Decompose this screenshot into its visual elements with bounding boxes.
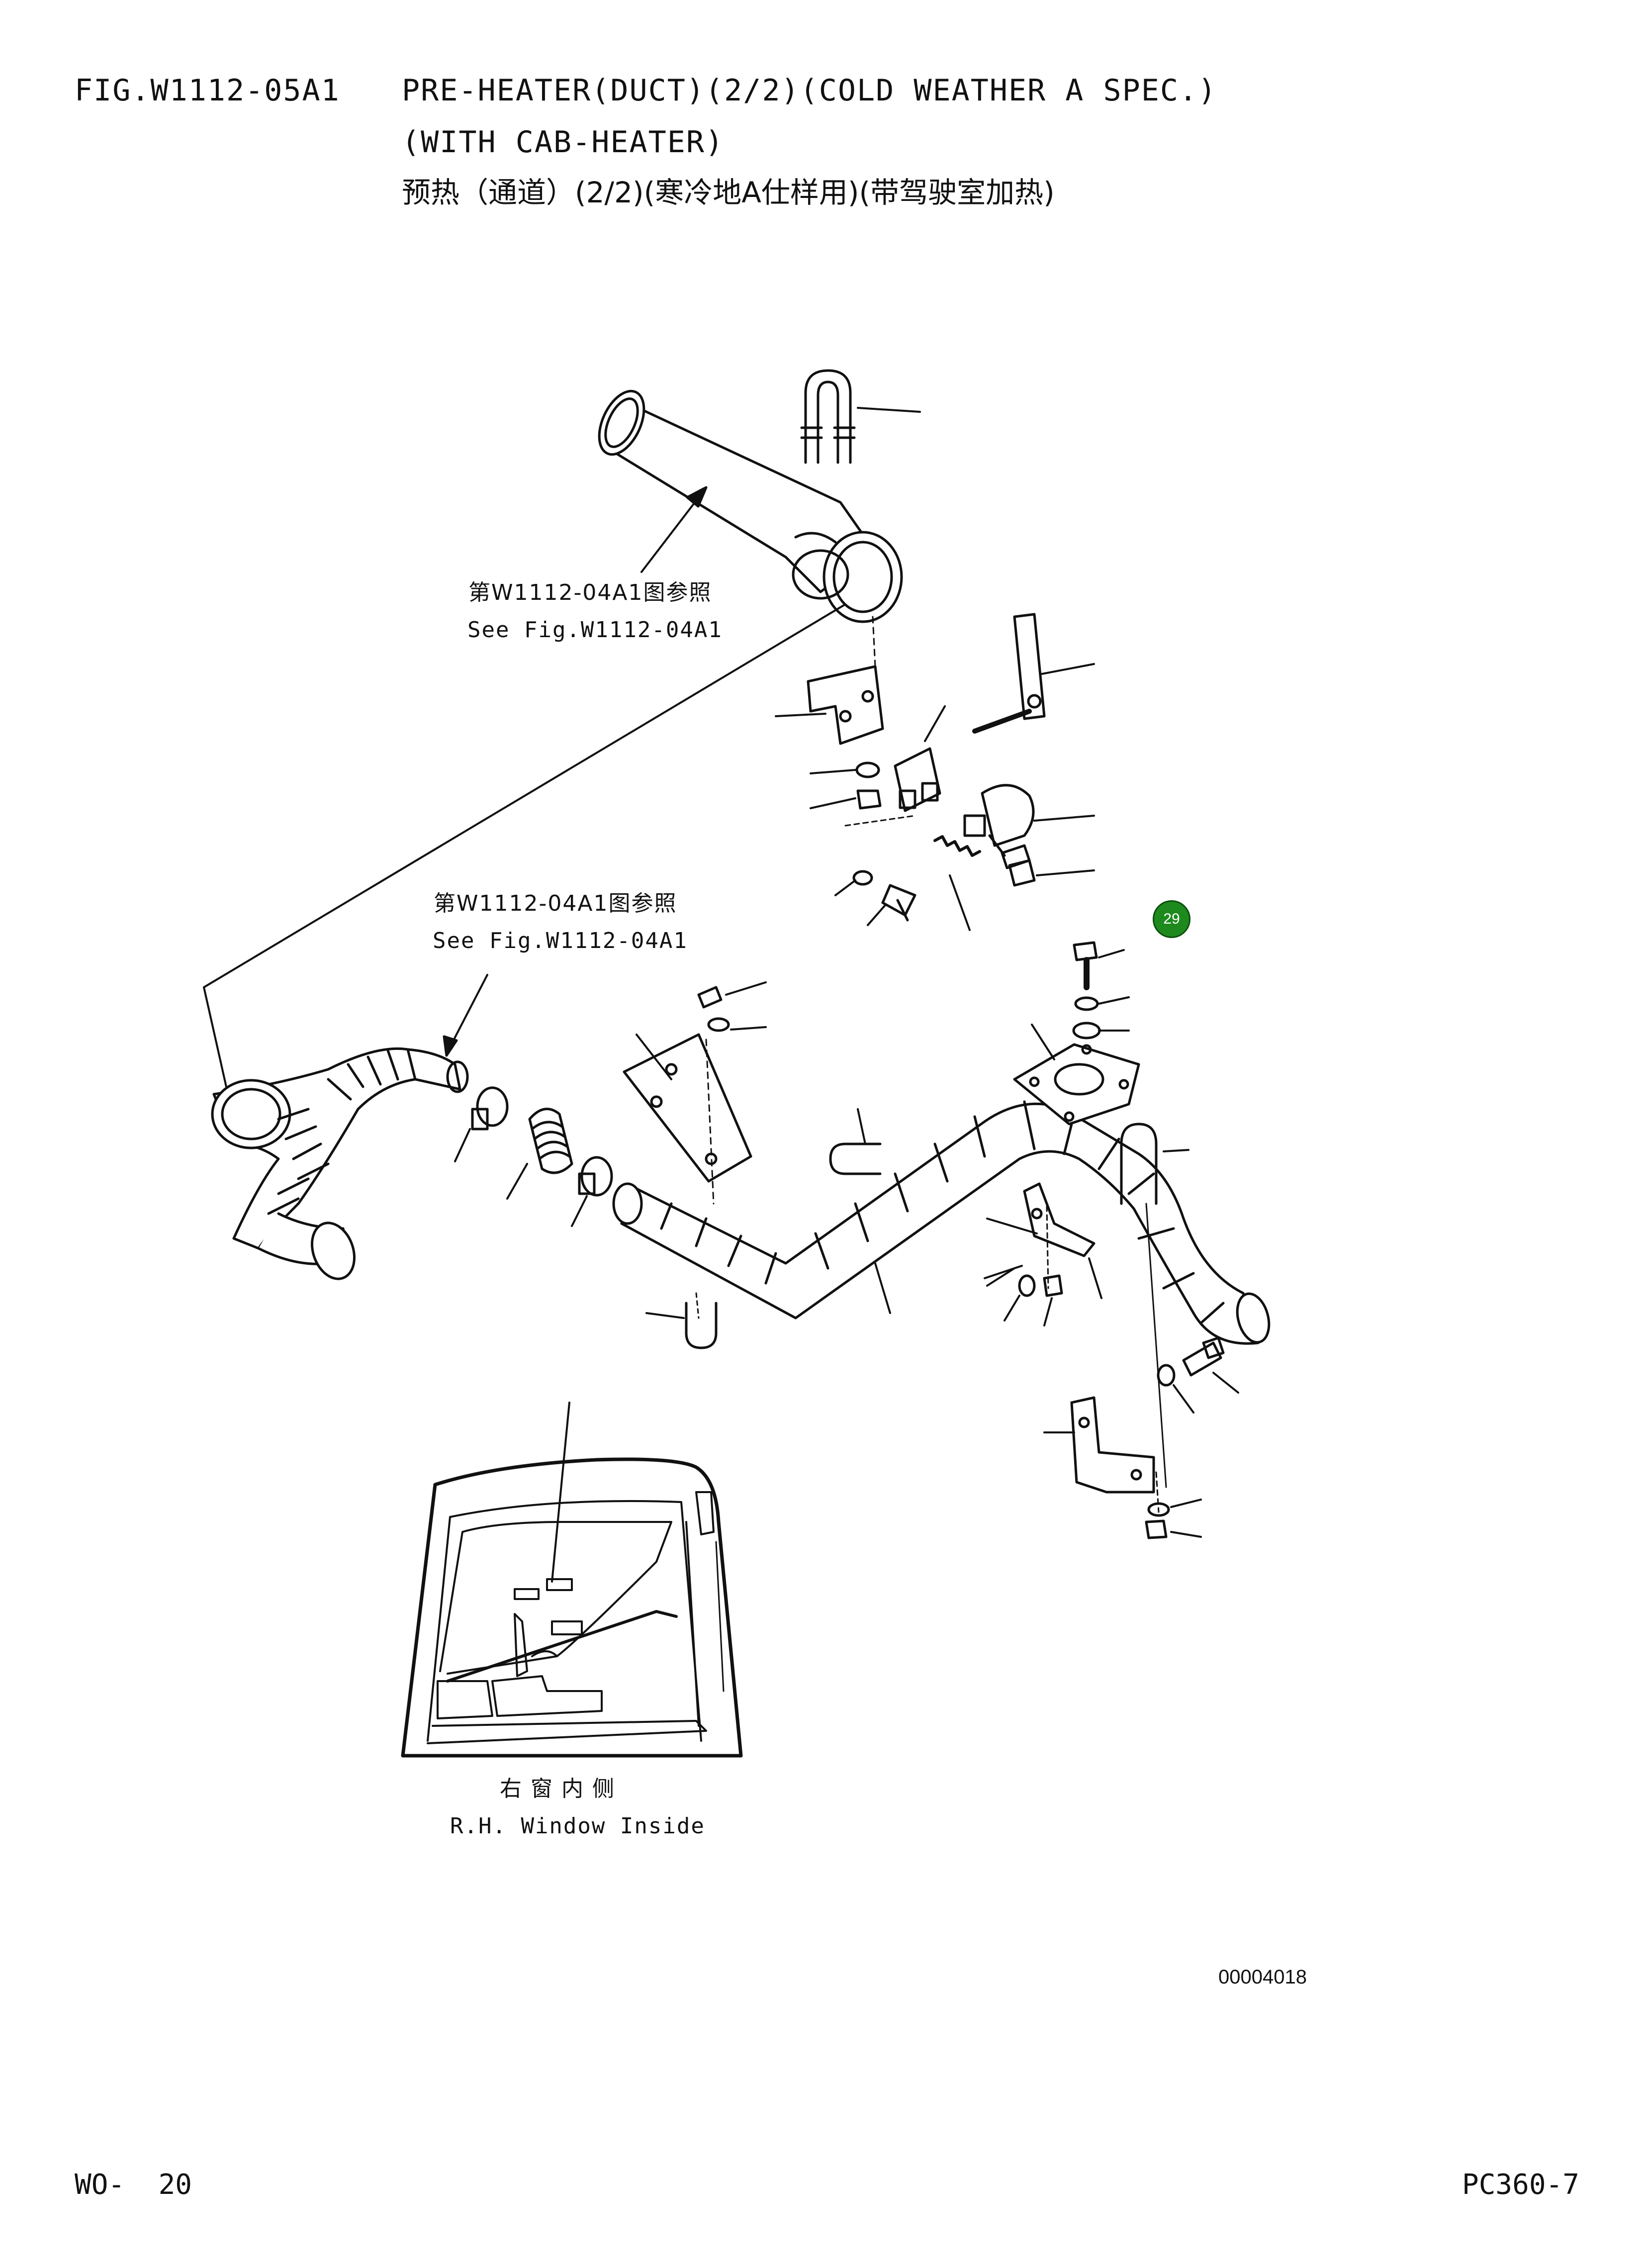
mounting-plate xyxy=(623,1033,752,1205)
figure-number: FIG.W1112-05A1 xyxy=(75,73,340,108)
figure-title-line3-cn: 预热（通道）(2/2)(寒冷地A仕样用)(带驾驶室加热) xyxy=(402,176,1055,209)
bellows-hose xyxy=(528,1108,573,1174)
reference-label-en-2: See Fig.W1112-04A1 xyxy=(433,928,688,953)
drawing-code: 00004018 xyxy=(1218,1966,1307,1988)
u-bolt-top xyxy=(800,369,856,464)
cab-window-inset xyxy=(401,1457,743,1758)
reference-label-cn-2: 第W1112-04A1图参照 xyxy=(434,891,677,916)
upper-duct xyxy=(598,389,903,623)
clamp-bracket xyxy=(894,747,941,812)
reference-label-cn-1: 第W1112-04A1图参照 xyxy=(468,580,712,605)
duct-bracket xyxy=(1023,1182,1096,1289)
reference-label-en-1: See Fig.W1112-04A1 xyxy=(467,617,723,643)
lever-rod xyxy=(972,613,1046,734)
figure-title-line1: PRE-HEATER(DUCT)(2/2)(COLD WEATHER A SPE… xyxy=(402,73,1217,108)
inset-caption-cn: 右 窗 内 侧 xyxy=(500,1776,615,1801)
lower-left-duct xyxy=(211,1047,469,1280)
spring xyxy=(933,835,981,857)
support-bracket-lower xyxy=(1070,1396,1160,1513)
bolt-washers xyxy=(1072,941,1101,1040)
footer-model: PC360-7 xyxy=(1462,2169,1580,2201)
main-heater-duct xyxy=(612,1100,1271,1345)
damper-valve xyxy=(963,784,1035,869)
u-bolt-middle xyxy=(829,1142,882,1175)
bracket-upper xyxy=(807,665,884,745)
callout-badge-29[interactable]: 29 xyxy=(1153,900,1190,938)
lower-bolt-group xyxy=(1145,1336,1225,1539)
u-bolt-right xyxy=(1120,1123,1158,1205)
inset-caption-en: R.H. Window Inside xyxy=(450,1813,705,1839)
u-bolt-left xyxy=(685,1292,718,1349)
washer-nut-stack xyxy=(852,761,916,922)
hose-clamp-2 xyxy=(578,1156,613,1197)
hose-clamp-1 xyxy=(471,1086,509,1131)
flange-gasket xyxy=(1013,1043,1140,1126)
footer-page-number: WO- 20 xyxy=(75,2169,192,2201)
figure-title-line2: (WITH CAB-HEATER) xyxy=(402,125,725,160)
